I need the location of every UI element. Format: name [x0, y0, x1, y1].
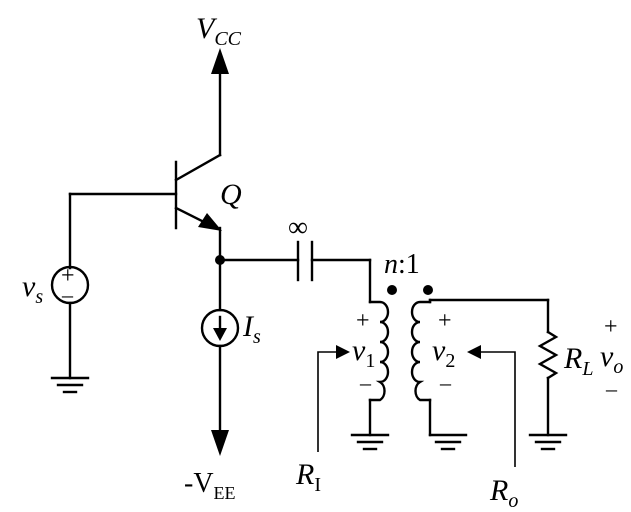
transformer-primary-winding [368, 300, 390, 402]
vcc-supply-arrow [211, 48, 229, 157]
capacitor-label: ∞ [288, 212, 308, 243]
rl-label: RL [563, 342, 593, 380]
vs-label: vs [22, 270, 43, 308]
bjt-transistor [174, 153, 222, 262]
vo-label: vo [600, 340, 623, 378]
current-source [200, 308, 240, 348]
vee-supply-arrow [211, 344, 229, 456]
ri-label: RI [295, 458, 321, 496]
v2-label: v2 [432, 334, 455, 372]
v2-minus: – [439, 370, 452, 395]
ground-symbol-load [528, 433, 568, 451]
vs-minus: – [61, 282, 74, 307]
vs-plus: + [61, 263, 75, 289]
ground-symbol-primary [350, 433, 390, 451]
vo-plus: + [604, 314, 618, 340]
ground-symbol-secondary [428, 433, 468, 451]
ground-symbol-vs [50, 376, 90, 394]
vee-label: -VEE [184, 468, 236, 503]
v1-label: v1 [352, 334, 375, 372]
ro-label: Ro [489, 474, 518, 512]
v2-plus: + [438, 308, 452, 334]
ri-indicator-arrow [317, 345, 350, 452]
v1-minus: – [359, 370, 372, 395]
capacitor [296, 240, 314, 282]
primary-dot [387, 285, 397, 295]
transformer-secondary-winding [410, 300, 432, 402]
is-label: Is [242, 310, 261, 348]
vcc-label: VCC [196, 12, 242, 50]
transistor-label: Q [220, 178, 242, 211]
turns-ratio-label: n:1 [384, 249, 420, 280]
vo-minus: – [605, 376, 618, 401]
v1-plus: + [356, 308, 370, 334]
ro-indicator-arrow [467, 345, 516, 467]
secondary-dot [423, 285, 433, 295]
load-resistor [537, 330, 559, 380]
